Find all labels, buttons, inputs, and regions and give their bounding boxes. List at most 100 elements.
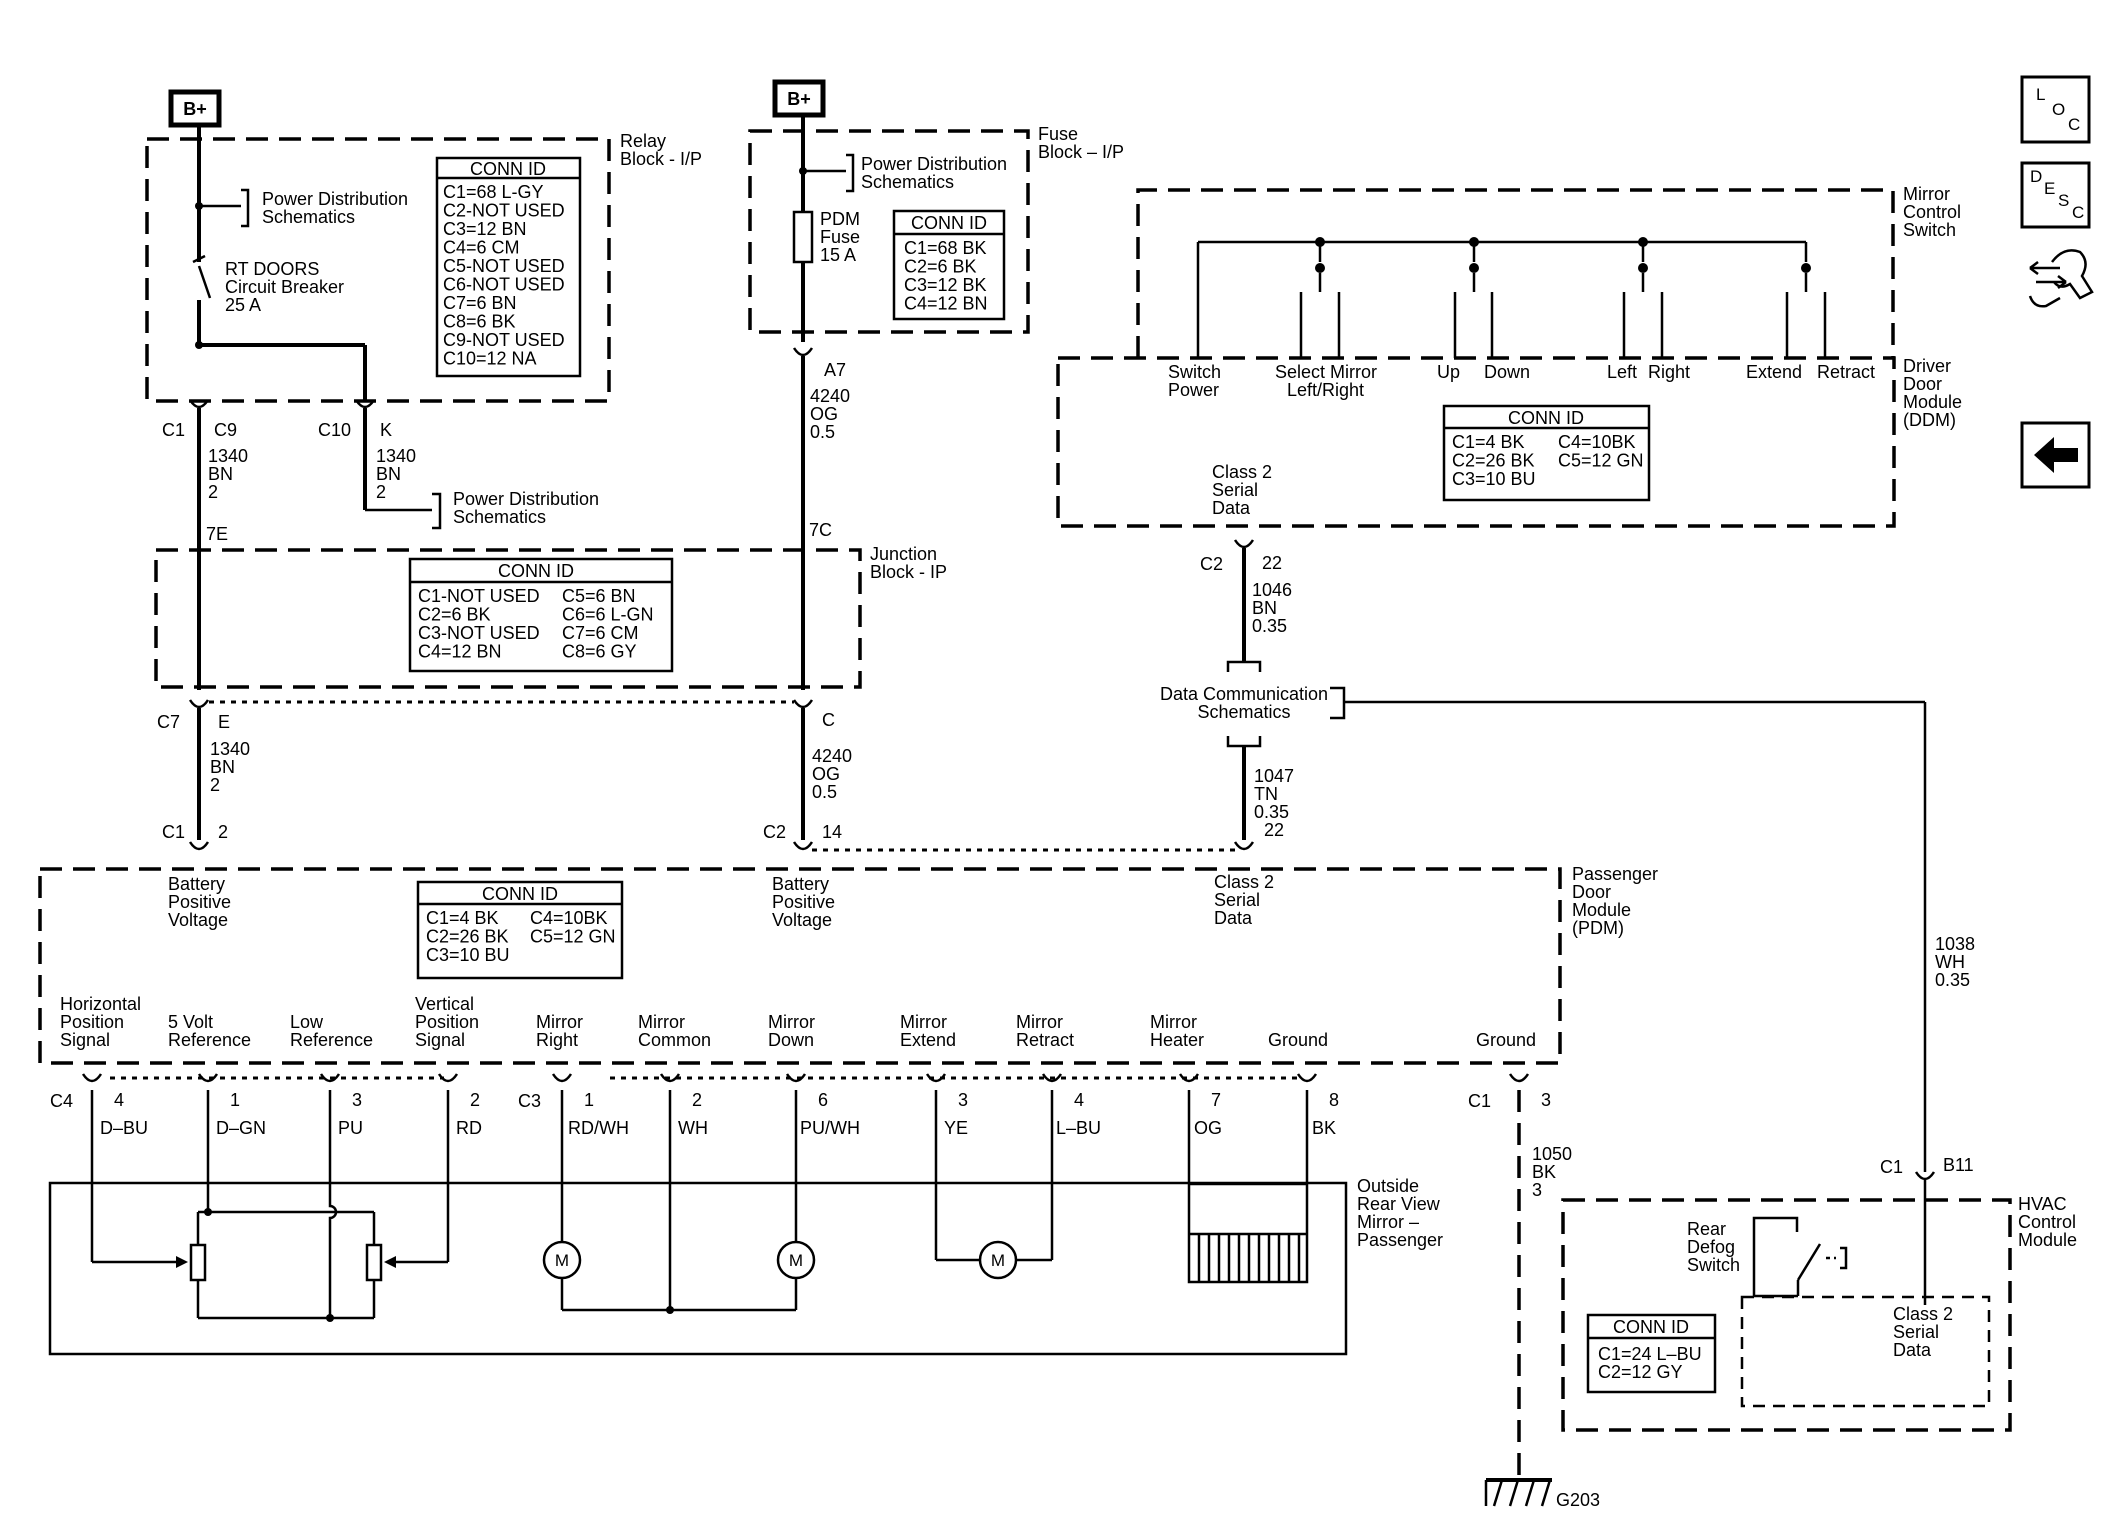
conn-id-entry: C2=6 BK bbox=[418, 605, 491, 625]
svg-text:Schematics[interactable]: Schematics bbox=[262, 207, 355, 227]
desc-button[interactable]: D E S C bbox=[2020, 161, 2091, 229]
conn-id-entry: C5-NOT USED bbox=[443, 256, 565, 276]
svg-text:Schematics[interactable]: Schematics bbox=[861, 172, 954, 192]
svg-text:B11: B11 bbox=[1943, 1155, 1974, 1175]
svg-text:C1: C1 bbox=[1880, 1157, 1903, 1177]
svg-text:(PDM): (PDM) bbox=[1572, 918, 1624, 938]
pds-link[interactable]: Power Distribution bbox=[262, 189, 408, 209]
svg-text:C4: C4 bbox=[50, 1091, 73, 1111]
svg-text:O: O bbox=[2052, 100, 2065, 119]
conn-id-entry: C9-NOT USED bbox=[443, 330, 565, 350]
svg-text:E: E bbox=[218, 712, 230, 732]
wire-color: RD/WH bbox=[568, 1118, 629, 1138]
svg-text:Fuse: Fuse bbox=[820, 227, 860, 247]
wire-color: WH bbox=[678, 1118, 708, 1138]
connector-pin bbox=[1508, 1073, 1530, 1083]
svg-text:4240: 4240 bbox=[812, 746, 852, 766]
svg-text:BN: BN bbox=[1252, 598, 1277, 618]
wire-color: BK bbox=[1312, 1118, 1336, 1138]
tools-icon[interactable] bbox=[2028, 249, 2094, 308]
svg-text:Switch: Switch bbox=[1168, 362, 1221, 382]
svg-text:C2=12 GY: C2=12 GY bbox=[1598, 1362, 1683, 1382]
svg-text:2: 2 bbox=[208, 482, 218, 502]
pin-number: 3 bbox=[352, 1090, 362, 1110]
pin-number: 3 bbox=[958, 1090, 968, 1110]
back-button[interactable] bbox=[2020, 421, 2091, 489]
mirror-switch-title: Mirror bbox=[1903, 184, 1950, 204]
svg-text:Power Distribution[interactable]: Power Distribution bbox=[453, 489, 599, 509]
outside-mirror-passenger: Outside Rear View Mirror – Passenger M M bbox=[48, 1090, 1443, 1356]
svg-text:2: 2 bbox=[376, 482, 386, 502]
svg-text:Switch: Switch bbox=[1903, 220, 1956, 240]
svg-text:Class 2: Class 2 bbox=[1212, 462, 1272, 482]
conn-id-entry: C7=6 CM bbox=[562, 623, 639, 643]
svg-text:Module: Module bbox=[1572, 900, 1631, 920]
svg-text:Door: Door bbox=[1572, 882, 1611, 902]
svg-text:BK: BK bbox=[1532, 1162, 1556, 1182]
svg-text:Extend: Extend bbox=[1746, 362, 1802, 382]
svg-text:1046: 1046 bbox=[1252, 580, 1292, 600]
pdm-signal-label: Mirror bbox=[1016, 1012, 1063, 1032]
svg-text:Module: Module bbox=[1903, 392, 1962, 412]
conn-id-entry: C3=10 BU bbox=[1452, 469, 1536, 489]
pdm-signal-label: Reference bbox=[290, 1030, 373, 1050]
pin-number: 1 bbox=[584, 1090, 594, 1110]
svg-text:0.35: 0.35 bbox=[1254, 802, 1289, 822]
svg-text:0.35: 0.35 bbox=[1935, 970, 1970, 990]
svg-text:Positive: Positive bbox=[168, 892, 231, 912]
conn-id-entry: C5=12 GN bbox=[1558, 451, 1644, 471]
relay-connectors: C1 C9 C10 K Power Distribution Schematic… bbox=[162, 399, 599, 690]
svg-text:Schematics[interactable]: Schematics bbox=[453, 507, 546, 527]
svg-text:C7: C7 bbox=[157, 712, 180, 732]
relay-block: B+ Relay Block - I/P Power Distribution … bbox=[145, 89, 702, 403]
svg-text:Block – I/P: Block – I/P bbox=[1038, 142, 1124, 162]
svg-text:7E: 7E bbox=[206, 524, 228, 544]
svg-text:Power Distribution[interactable]: Power Distribution bbox=[861, 154, 1007, 174]
pdm-signal-label: Signal bbox=[415, 1030, 465, 1050]
svg-text:1050: 1050 bbox=[1532, 1144, 1572, 1164]
conn-id-entry: C2=26 BK bbox=[426, 927, 509, 947]
pdm-signal-label: Ground bbox=[1268, 1030, 1328, 1050]
svg-text:Right: Right bbox=[1648, 362, 1690, 382]
svg-text:0.35: 0.35 bbox=[1252, 616, 1287, 636]
connector-pin bbox=[925, 1073, 947, 1083]
pdm-signal-label: Heater bbox=[1150, 1030, 1204, 1050]
pdm-signal-label: 5 Volt bbox=[168, 1012, 213, 1032]
connector-pin bbox=[197, 1073, 219, 1083]
svg-text:K: K bbox=[380, 420, 392, 440]
svg-text:Schematics[interactable]: Schematics bbox=[1197, 702, 1290, 722]
svg-text:Serial: Serial bbox=[1893, 1322, 1939, 1342]
loc-button[interactable]: L O C bbox=[2020, 75, 2091, 144]
wire-color: L–BU bbox=[1056, 1118, 1101, 1138]
pin-number: 2 bbox=[692, 1090, 702, 1110]
svg-text:Mirror –: Mirror – bbox=[1357, 1212, 1419, 1232]
wire-color: PU/WH bbox=[800, 1118, 860, 1138]
svg-text:1340: 1340 bbox=[376, 446, 416, 466]
svg-text:Control: Control bbox=[2018, 1212, 2076, 1232]
driver-door-module: Driver Door Module (DDM) Switch Power Se… bbox=[1056, 356, 1962, 662]
svg-text:CONN ID: CONN ID bbox=[470, 159, 546, 179]
pdm-signal-label: Ground bbox=[1476, 1030, 1536, 1050]
pdm-signal-label: Horizontal bbox=[60, 994, 141, 1014]
conn-id-entry: C7=6 BN bbox=[443, 293, 517, 313]
motor-down-icon: M bbox=[789, 1251, 803, 1270]
svg-text:1340: 1340 bbox=[208, 446, 248, 466]
data-communication-link[interactable]: Data Communication bbox=[1160, 684, 1328, 704]
svg-text:D: D bbox=[2030, 167, 2042, 186]
svg-text:Retract: Retract bbox=[1817, 362, 1875, 382]
svg-text:C: C bbox=[2072, 203, 2084, 222]
svg-text:Down: Down bbox=[1484, 362, 1530, 382]
svg-text:2: 2 bbox=[210, 775, 220, 795]
svg-text:Data: Data bbox=[1893, 1340, 1932, 1360]
svg-text:C9: C9 bbox=[214, 420, 237, 440]
conn-id-entry: C8=6 GY bbox=[562, 642, 637, 662]
passenger-door-module: C1 2 C2 14 Passenger Door Module (PDM) B… bbox=[38, 822, 1658, 1138]
svg-text:22: 22 bbox=[1262, 553, 1282, 573]
pdm-signal-label: Mirror bbox=[900, 1012, 947, 1032]
svg-text:Data: Data bbox=[1214, 908, 1253, 928]
conn-id-entry: C3=10 BU bbox=[426, 945, 510, 965]
mirror-title: Outside bbox=[1357, 1176, 1419, 1196]
svg-text:Control: Control bbox=[1903, 202, 1961, 222]
